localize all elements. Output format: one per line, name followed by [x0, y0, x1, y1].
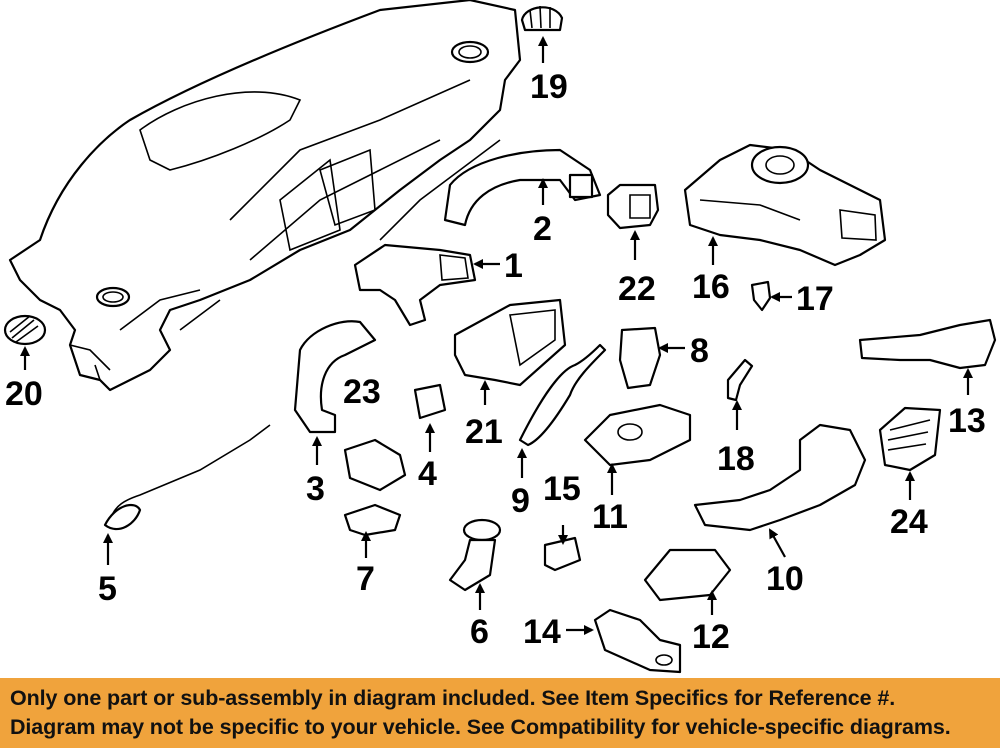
callout-9: 9: [511, 482, 530, 520]
part-5: [103, 424, 271, 531]
callout-16: 16: [692, 268, 730, 306]
part-2: [443, 148, 602, 227]
parts-diagram: 1 2 3 4 5 6 7 8 9 10 11 12 13 14 15 16 1…: [3, 0, 997, 674]
callout-12: 12: [692, 618, 730, 656]
callout-6: 6: [470, 613, 489, 651]
part-18: [726, 358, 754, 402]
part-1: [353, 243, 477, 327]
part-24: [878, 406, 942, 472]
callout-4: 4: [418, 455, 437, 493]
callout-1: 1: [504, 247, 523, 285]
disclaimer-line-2: Diagram may not be specific to your vehi…: [10, 715, 951, 739]
part-6: [448, 518, 502, 592]
callout-10: 10: [766, 560, 804, 598]
part-15: [543, 536, 582, 572]
part-12: [643, 548, 732, 602]
disclaimer-line-1: Only one part or sub-assembly in diagram…: [10, 686, 896, 710]
part-9: [518, 343, 607, 447]
leader-arrows: [20, 36, 973, 635]
callout-11: 11: [592, 498, 628, 536]
callout-8: 8: [690, 332, 709, 370]
part-4: [413, 383, 447, 420]
callout-19: 19: [530, 68, 568, 106]
callout-3: 3: [306, 470, 325, 508]
callout-2: 2: [533, 210, 552, 248]
callout-18: 18: [717, 440, 755, 478]
part-16: [683, 143, 887, 267]
callout-13: 13: [948, 402, 986, 440]
part-14: [593, 608, 682, 674]
part-19: [520, 5, 564, 32]
part-13: [858, 318, 997, 370]
part-22: [606, 183, 660, 230]
callout-23: 23: [343, 373, 381, 411]
part-23: [343, 438, 407, 492]
callout-15: 15: [543, 470, 581, 508]
callout-20: 20: [5, 375, 43, 413]
instrument-panel: [8, 0, 522, 392]
part-17: [750, 280, 772, 312]
callout-labels: 1 2 3 4 5 6 7 8 9 10 11 12 13 14 15 16 1…: [5, 68, 986, 656]
callout-22: 22: [618, 270, 656, 308]
callout-5: 5: [98, 570, 117, 608]
callout-24: 24: [890, 503, 928, 541]
callout-17: 17: [796, 280, 834, 318]
callout-7: 7: [356, 560, 375, 598]
part-10: [693, 423, 867, 532]
part-21: [453, 298, 567, 387]
callout-14: 14: [523, 613, 561, 651]
part-3: [293, 320, 377, 434]
callout-21: 21: [465, 413, 503, 451]
part-8: [618, 326, 662, 390]
part-11: [583, 403, 692, 467]
part-7: [343, 503, 402, 537]
disclaimer-banner: Only one part or sub-assembly in diagram…: [0, 678, 1000, 748]
part-20: [3, 314, 47, 346]
